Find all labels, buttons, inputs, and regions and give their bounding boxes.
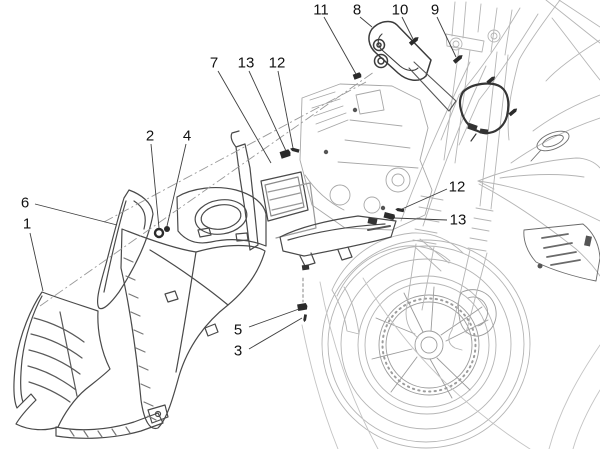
callout-label-0: 1 xyxy=(23,216,31,233)
upper-bodywork xyxy=(507,0,600,164)
fork-boot-far xyxy=(412,195,444,245)
callout-leader-4 xyxy=(217,70,272,164)
bezel-tab xyxy=(197,227,249,242)
callout-label-1: 6 xyxy=(21,195,29,212)
chin-arm-tab xyxy=(147,404,169,424)
rim-outer xyxy=(357,275,497,415)
brake-disc xyxy=(378,294,480,396)
callout-leader-1 xyxy=(34,203,118,226)
part-nose-panel xyxy=(120,228,266,430)
spoiler-inner-edge xyxy=(20,295,43,403)
callout-leader-3 xyxy=(166,143,187,227)
callout-leader-6 xyxy=(277,70,294,149)
tire-sidewall xyxy=(327,245,525,443)
part-8-windshield-bracket xyxy=(368,20,457,112)
front-wheel xyxy=(321,239,531,449)
callout-label-12: 13 xyxy=(450,212,467,229)
fork-slider-far xyxy=(405,243,435,339)
callout-label-6: 12 xyxy=(269,55,286,72)
brake-disc-inner xyxy=(385,301,473,389)
part-6-side-deflector xyxy=(96,189,154,310)
fork-slider-near xyxy=(448,249,488,351)
brake-disc-holes xyxy=(381,297,477,393)
tire-bead xyxy=(340,258,512,430)
part-9-cable-guide xyxy=(458,82,510,142)
spoiler-outline xyxy=(13,291,111,431)
spoiler-chin-arm xyxy=(55,412,164,439)
alignment-centerlines xyxy=(39,71,375,307)
nose-panel-seam xyxy=(149,249,229,373)
callout-leader-2 xyxy=(150,143,160,229)
part-headlight-bezel xyxy=(176,187,267,247)
callout-label-7: 11 xyxy=(313,2,329,19)
engine xyxy=(299,83,433,231)
callout-layer: 1 6 2 4 7 13 12 11 8 10 9 12 13 5 3 xyxy=(21,2,467,360)
fastener-frame-b xyxy=(508,107,519,117)
hub-axle xyxy=(420,336,438,354)
callout-label-8: 8 xyxy=(353,2,361,19)
callout-leader-10 xyxy=(436,16,457,58)
part-under-cowl-bracket xyxy=(279,215,397,303)
part-7-screen xyxy=(260,171,309,222)
callout-label-9: 10 xyxy=(392,2,409,19)
fastener-12-top xyxy=(289,147,300,153)
fastener-2-grommet xyxy=(153,227,165,239)
front-beak xyxy=(477,157,600,277)
fastener-10 xyxy=(408,35,420,46)
callout-label-4: 7 xyxy=(210,55,218,72)
fastener-3-screw xyxy=(302,314,307,323)
callout-leader-11 xyxy=(401,188,448,210)
callout-label-2: 2 xyxy=(146,128,154,145)
callout-leader-7 xyxy=(323,16,357,75)
fastener-5-clip xyxy=(297,302,308,312)
callout-label-14: 3 xyxy=(234,343,242,360)
callout-leader-0 xyxy=(29,232,44,292)
nose-panel-edge-hatch xyxy=(123,257,157,421)
fastener-11 xyxy=(352,71,363,80)
installed-deflector xyxy=(530,130,570,162)
fasteners xyxy=(153,35,519,323)
spoke2 xyxy=(371,292,489,399)
nose-panel-outline xyxy=(120,228,266,430)
fork-boot-near xyxy=(467,207,494,252)
callout-label-11: 12 xyxy=(449,179,466,196)
part-7-bracket xyxy=(230,130,317,251)
front-fork xyxy=(405,47,509,351)
chin-arm-hole xyxy=(154,410,162,418)
nose-panel-tab xyxy=(164,290,219,337)
side-shroud xyxy=(523,223,600,282)
brake-caliper xyxy=(457,289,497,337)
callout-label-10: 9 xyxy=(431,2,439,19)
centerline-a xyxy=(39,71,375,307)
spoiler-grille xyxy=(27,311,85,403)
callout-leader-8 xyxy=(359,16,373,28)
callout-leader-12 xyxy=(393,217,448,221)
handlebar-area xyxy=(400,1,539,227)
callout-label-5: 13 xyxy=(238,55,255,72)
callout-leader-14 xyxy=(248,317,303,350)
spoke xyxy=(375,286,483,393)
fastener-4-grommet xyxy=(164,226,170,232)
hub-outer xyxy=(414,330,444,360)
centerline-b xyxy=(103,81,367,223)
callout-leader-13 xyxy=(248,308,300,328)
fork-tube-far xyxy=(443,47,471,164)
front-fender xyxy=(331,232,464,335)
callout-leader-9 xyxy=(401,16,414,40)
callout-label-13: 5 xyxy=(234,322,242,339)
tire-outer xyxy=(321,239,531,449)
bracket-arm xyxy=(408,61,457,112)
lower-fairing-arcs xyxy=(301,277,600,449)
exploded-parts xyxy=(13,20,510,439)
callout-label-3: 4 xyxy=(183,128,191,145)
callout-leader-5 xyxy=(248,70,287,152)
chin-arm-hatch xyxy=(69,426,131,438)
